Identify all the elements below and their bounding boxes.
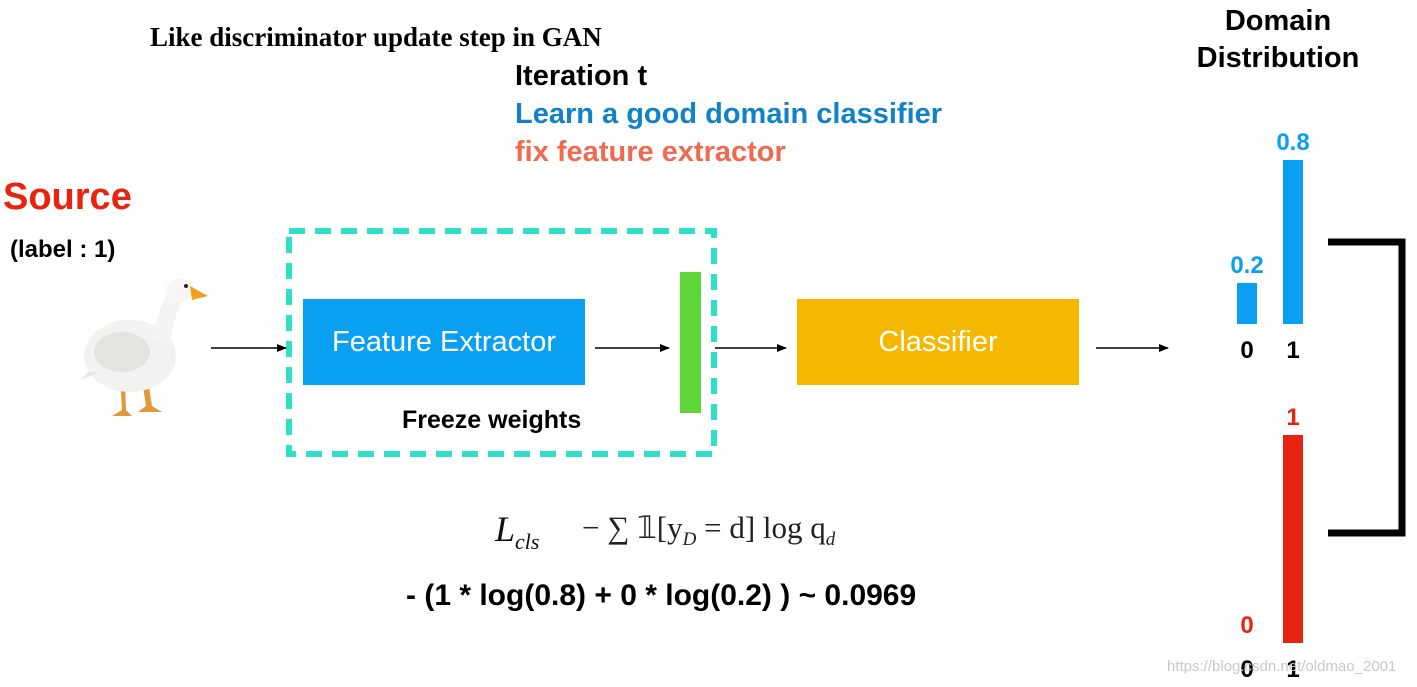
feature-extractor-label: Feature Extractor xyxy=(331,325,557,358)
domain-title-line1: Domain xyxy=(1224,5,1332,37)
loss-formula: − ∑ 𝟙[yD = d] log qd xyxy=(582,510,835,551)
loss-formula-sub2: d xyxy=(825,529,836,551)
target-category-label-1: 1 xyxy=(1286,656,1299,683)
predicted-category-label-0: 0 xyxy=(1240,337,1253,364)
target-bar-1 xyxy=(1283,435,1303,643)
feature-vector-bar xyxy=(680,272,701,413)
predicted-bar-0 xyxy=(1237,283,1257,324)
loss-formula-rest: = d] log q xyxy=(696,510,826,545)
duck-image xyxy=(80,278,208,416)
slide-title: Like discriminator update step in GAN xyxy=(150,22,602,52)
predicted-bar-1 xyxy=(1283,160,1303,324)
watermark: https://blog.csdn.net/oldmao_2001 xyxy=(1167,658,1397,675)
domain-distribution-bars: 0.2 0 0.8 1 0 0 1 1 xyxy=(1230,129,1309,683)
loss-formula-sub: D xyxy=(682,529,697,551)
predicted-value-label-1: 0.8 xyxy=(1276,129,1309,156)
source-label: Source xyxy=(3,176,132,218)
loss-formula-sum: − ∑ 𝟙[y xyxy=(582,510,683,545)
loss-symbol: Lcls xyxy=(495,508,539,555)
predicted-value-label-0: 0.2 xyxy=(1230,252,1263,279)
domain-title-line2: Distribution xyxy=(1196,42,1360,74)
target-category-label-0: 0 xyxy=(1240,656,1253,683)
iteration-label: Iteration t xyxy=(515,60,648,92)
predicted-category-label-1: 1 xyxy=(1286,337,1299,364)
source-sublabel: (label : 1) xyxy=(10,236,116,263)
learn-classifier-label: Learn a good domain classifier xyxy=(515,98,943,130)
domain-distribution-title: Domain Distribution xyxy=(1190,3,1366,77)
feature-extractor-box[interactable]: Feature Extractor xyxy=(303,299,585,385)
classifier-label: Classifier xyxy=(878,325,998,358)
freeze-weights-label: Freeze weights xyxy=(402,406,582,434)
classifier-box[interactable]: Classifier xyxy=(797,299,1079,385)
loss-computation: - (1 * log(0.8) + 0 * log(0.2) ) ~ 0.096… xyxy=(406,579,917,612)
target-value-label-1: 1 xyxy=(1286,404,1299,431)
target-value-label-0: 0 xyxy=(1240,612,1253,639)
loss-letter: L xyxy=(495,509,516,549)
loss-subscript: cls xyxy=(515,529,540,555)
fix-extractor-label: fix feature extractor xyxy=(515,136,786,168)
freeze-region xyxy=(286,228,717,457)
comparison-bracket xyxy=(1328,238,1406,537)
